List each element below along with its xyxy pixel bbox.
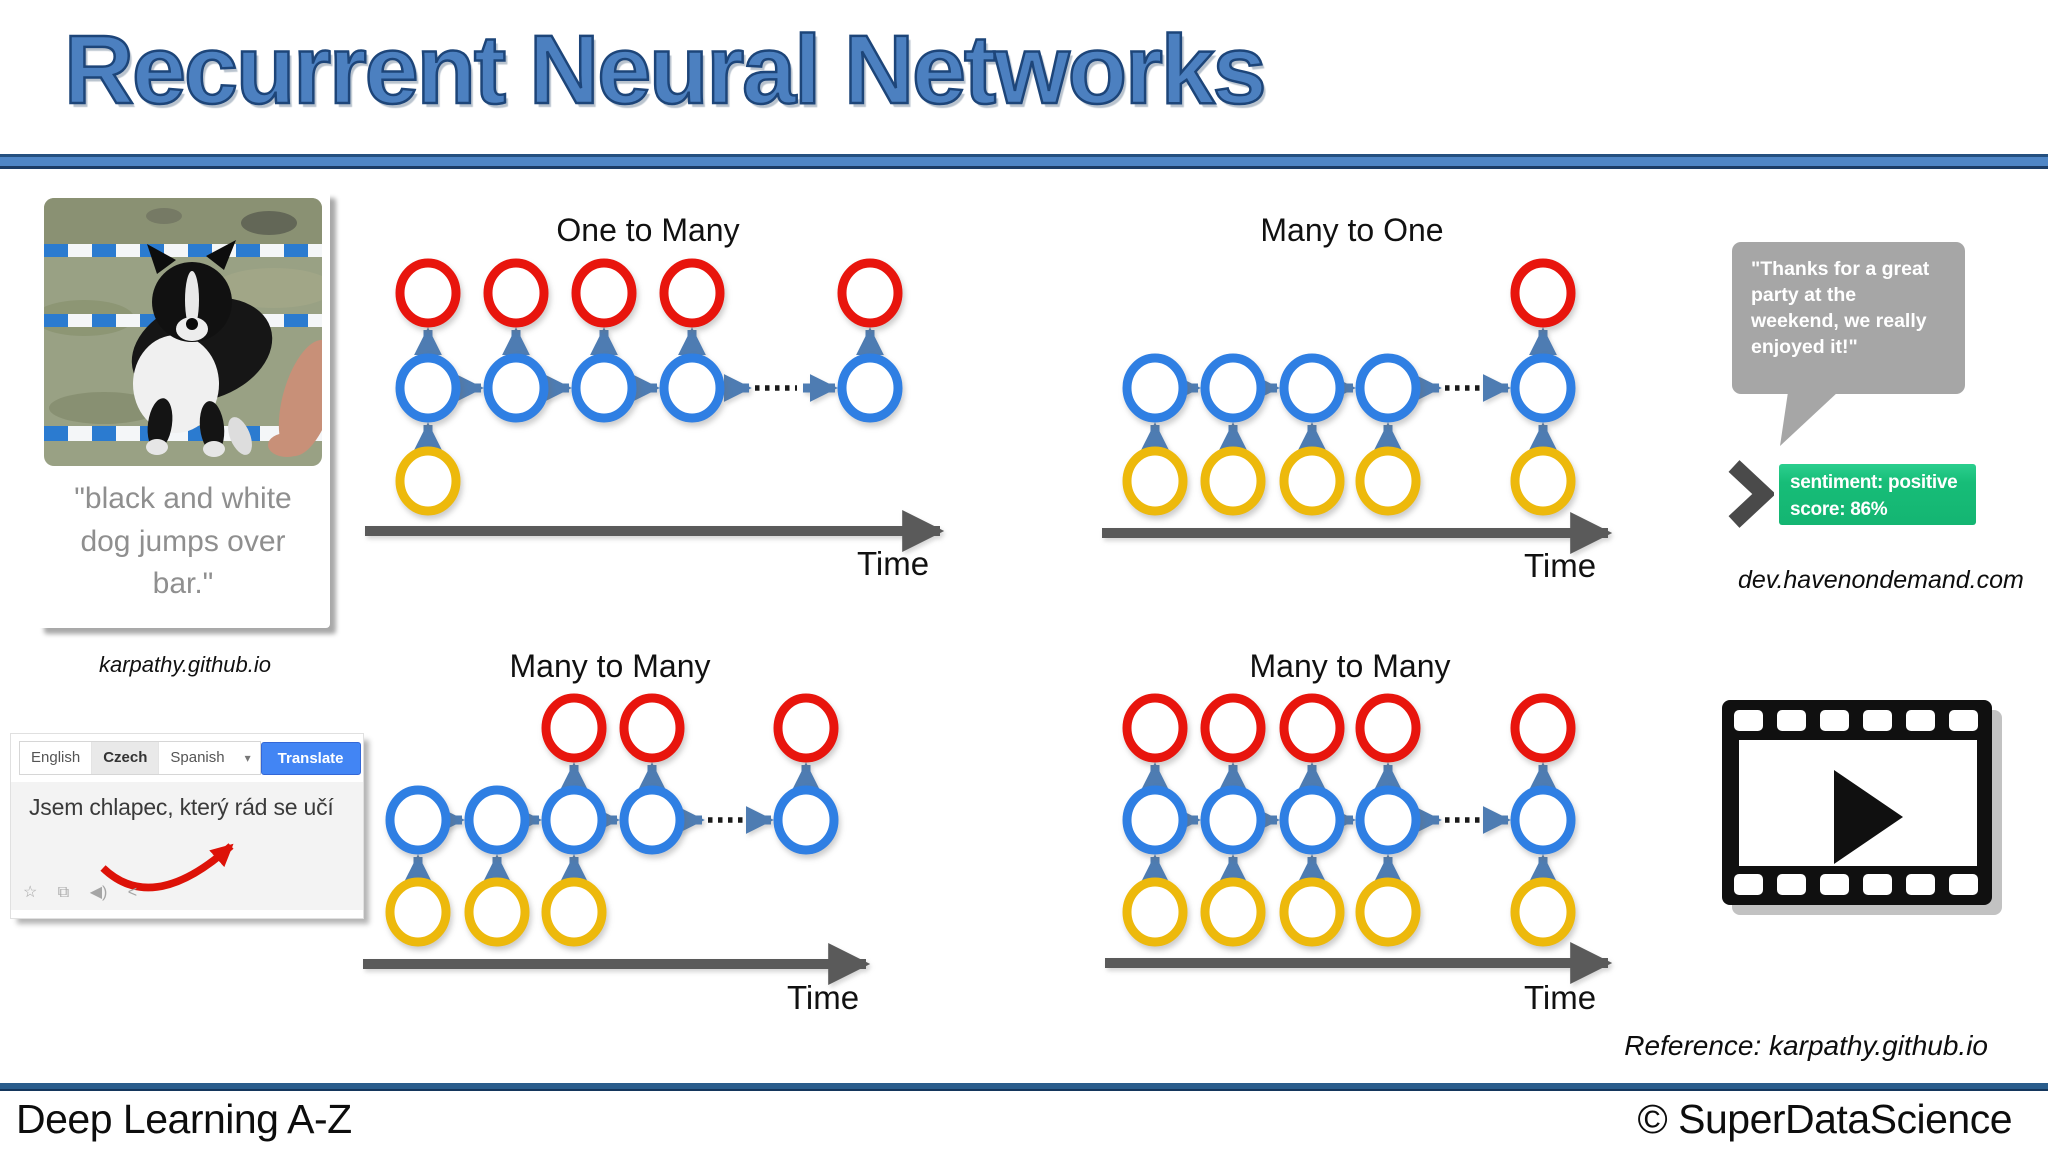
diagram-many-to-one: Many to One Time: [1090, 200, 1730, 600]
diagram-one-to-many: One to Many Time: [350, 200, 990, 600]
video-film-icon: [1722, 700, 2002, 915]
language-tab-group: English Czech Spanish ▾: [19, 741, 261, 775]
page-title: Recurrent Neural Networks: [63, 14, 1268, 126]
caption-source-label: karpathy.github.io: [98, 652, 272, 677]
translate-source-text: Jsem chlapec, který rád se učí: [29, 794, 334, 820]
rnn-graph-many-to-one: [1102, 258, 1613, 554]
speaker-icon: ◀): [89, 884, 108, 901]
chevron-down-icon: ▾: [244, 751, 251, 765]
footer-divider: [0, 1083, 2048, 1091]
copy-icon: ⧉: [57, 884, 70, 901]
score-line: score: 86%: [1790, 498, 1888, 520]
diagram-many-to-many-delayed: Many to Many Time: [350, 640, 990, 1040]
tab-czech: Czech: [92, 742, 160, 774]
chevron-right-icon: [1728, 460, 1774, 528]
rnn-graph-one-to-many: [365, 258, 945, 552]
diagram-label: Many to One: [1260, 212, 1444, 248]
time-axis-label: Time: [856, 545, 930, 582]
speech-bubble-tail: [1780, 392, 1838, 446]
sentiment-result-box: sentiment: positive score: 86%: [1779, 464, 1976, 525]
sentiment-line: sentiment: positive: [1790, 472, 1958, 493]
image-caption-card: "black and white dog jumps over bar.": [36, 190, 330, 628]
translate-tab-bar: English Czech Spanish ▾ Translate: [19, 741, 361, 775]
course-name-label: Deep Learning A-Z: [16, 1096, 352, 1142]
translate-toolbar: ☆ ⧉ ◀) <: [23, 882, 153, 902]
diagram-label: Many to Many: [509, 648, 711, 684]
tab-english: English: [20, 742, 93, 774]
dog-figure: [131, 240, 273, 457]
reference-label: Reference: karpathy.github.io: [1624, 1030, 1988, 1061]
copyright-label: © SuperDataScience: [1637, 1096, 2013, 1142]
diagram-label: One to Many: [556, 212, 740, 248]
time-axis-label: Time: [1523, 979, 1597, 1016]
tab-spanish: Spanish: [170, 749, 225, 766]
image-caption-text: "black and white dog jumps over bar.": [74, 482, 292, 601]
rnn-graph-many-to-many-delayed: [363, 693, 871, 985]
star-icon: ☆: [23, 884, 38, 901]
rnn-graph-many-to-many-synced: [1105, 693, 1613, 984]
time-axis-label: Time: [786, 979, 860, 1016]
translate-card: English Czech Spanish ▾ Translate Jsem c…: [10, 733, 364, 919]
dog-photo: [44, 198, 322, 466]
time-axis-label: Time: [1523, 547, 1597, 584]
diagram-many-to-many-synced: Many to Many Time: [1090, 640, 1730, 1040]
red-curved-arrow: [100, 843, 234, 892]
speech-bubble: "Thanks for a great party at the weekend…: [1732, 242, 1965, 394]
share-icon: <: [127, 884, 138, 901]
translate-source-area: Jsem chlapec, který rád se učí ☆ ⧉ ◀) <: [11, 782, 363, 910]
handler-arm: [268, 339, 322, 457]
translate-button: Translate: [260, 741, 361, 775]
diagram-label: Many to Many: [1249, 648, 1451, 684]
title-divider: [0, 154, 2048, 169]
play-icon: [1834, 770, 1903, 864]
sentiment-source-label: dev.havenondemand.com: [1738, 566, 2024, 594]
